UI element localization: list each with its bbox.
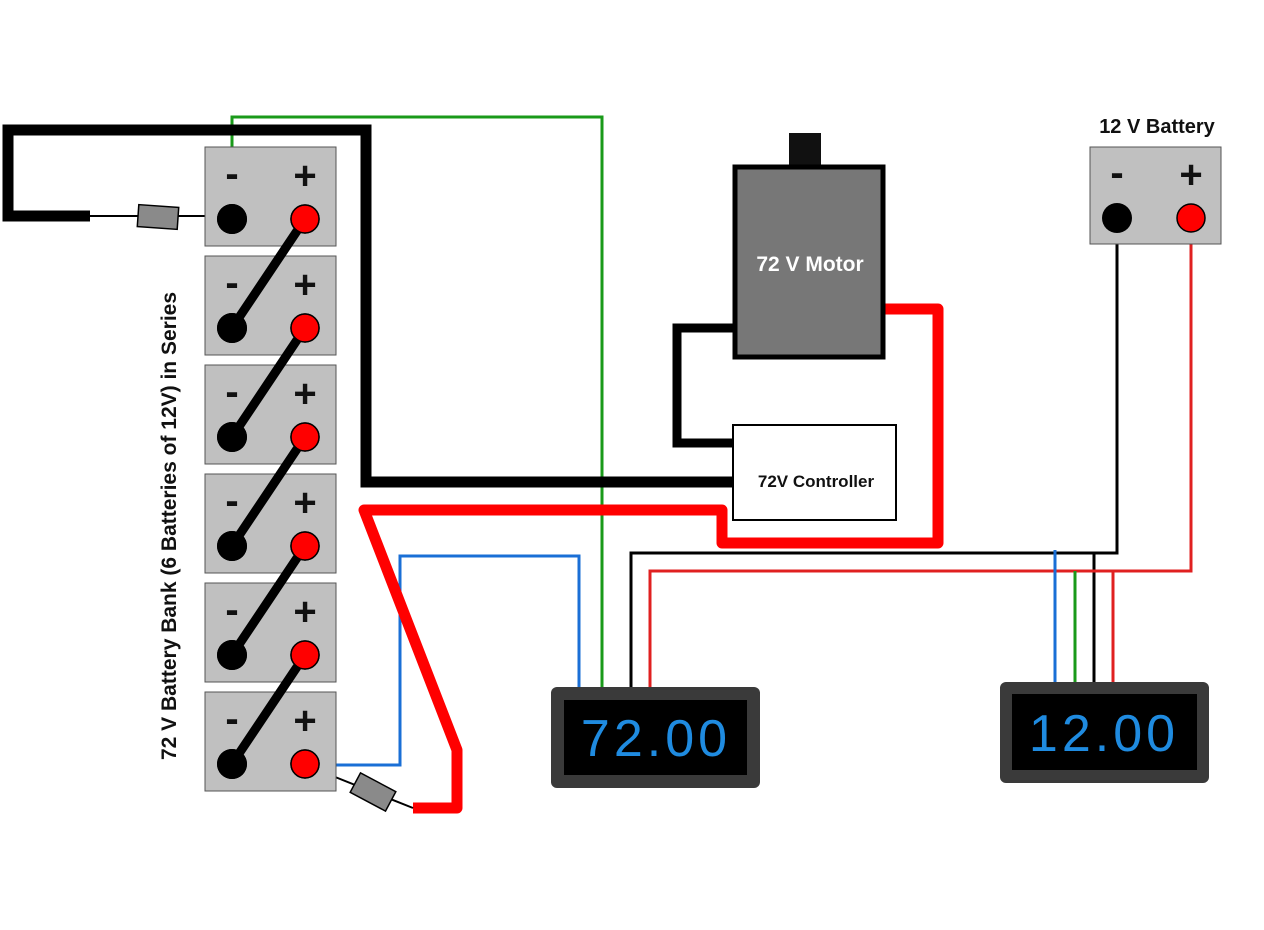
series-jumpers [227, 214, 310, 769]
battery-minus-sign: - [225, 370, 238, 414]
blue-sense-wire-left [305, 554, 581, 767]
right-meter-reading: 12.00 [1029, 705, 1179, 763]
motor-controller-wire [672, 323, 736, 448]
aux-positive-wire [648, 218, 1193, 688]
series-jumper-wire [227, 432, 310, 551]
controller-box [732, 424, 897, 521]
heavy-negative-wire [2, 124, 733, 488]
motor-body [732, 164, 886, 360]
positive-terminal [290, 749, 320, 779]
aux-plus-sign: + [1179, 153, 1202, 197]
battery-minus-sign: - [225, 479, 238, 523]
battery-bank: - + - + - + - + - + - + [204, 146, 337, 792]
battery-plus-sign: + [293, 481, 316, 525]
negative-terminal [217, 313, 247, 343]
series-jumper-wire [227, 323, 310, 442]
negative-terminal [217, 422, 247, 452]
negative-terminal [217, 749, 247, 779]
battery-bank-label: 72 V Battery Bank (6 Batteries of 12V) i… [158, 292, 181, 760]
battery-plus-sign: + [293, 154, 316, 198]
negative-terminal [217, 640, 247, 670]
aux-minus-sign: - [1110, 151, 1123, 195]
battery-plus-sign: + [293, 590, 316, 634]
negative-terminal [217, 531, 247, 561]
heavy-positive-wire [358, 303, 944, 814]
battery-plus-sign: + [293, 263, 316, 307]
positive-terminal [290, 640, 320, 670]
aux-battery-label: 12 V Battery [1099, 116, 1215, 138]
fuse-icon [349, 771, 397, 813]
left-meter-reading: 72.00 [581, 710, 731, 768]
positive-terminal [290, 422, 320, 452]
series-jumper-wire [227, 214, 310, 333]
left-meter-screen [564, 700, 747, 775]
aux-negative-terminal [1102, 203, 1132, 233]
aux-negative-wire [629, 218, 1119, 688]
aux-positive-terminal [1176, 203, 1206, 233]
motor-shaft [789, 133, 821, 169]
battery-minus-sign: - [225, 588, 238, 632]
fuse-icon [136, 203, 180, 231]
controller-label: 72V Controller [758, 472, 875, 491]
series-jumper-wire [227, 541, 310, 660]
series-jumper-wire [227, 650, 310, 769]
battery-plus-sign: + [293, 372, 316, 416]
battery-minus-sign: - [225, 697, 238, 741]
battery-minus-sign: - [225, 152, 238, 196]
motor-label: 72 V Motor [756, 253, 863, 276]
positive-terminal [290, 531, 320, 561]
negative-terminal [217, 204, 247, 234]
battery-minus-sign: - [225, 261, 238, 305]
battery-plus-sign: + [293, 699, 316, 743]
positive-terminal [290, 204, 320, 234]
right-meter-screen [1012, 694, 1197, 770]
positive-terminal [290, 313, 320, 343]
